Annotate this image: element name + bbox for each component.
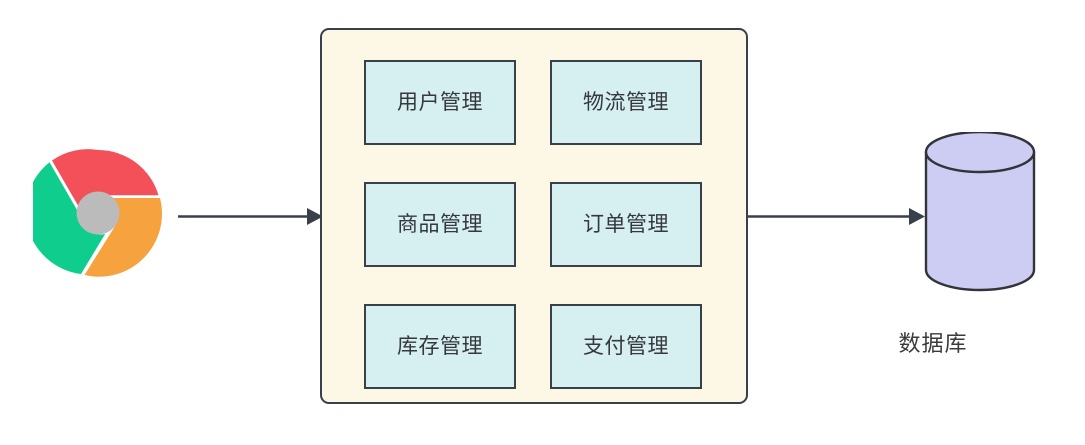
module-label: 物流管理 bbox=[583, 90, 669, 114]
module-user-management[interactable]: 用户管理 bbox=[364, 60, 516, 145]
chrome-orange-segment bbox=[84, 198, 162, 277]
database-label: 数据库 bbox=[898, 332, 968, 357]
chrome-green-segment bbox=[25, 162, 106, 274]
chrome-browser-icon[interactable] bbox=[25, 148, 163, 278]
chrome-red-segment bbox=[52, 149, 159, 210]
module-label: 用户管理 bbox=[397, 90, 483, 114]
module-grid: 用户管理 物流管理 商品管理 订单管理 库存管理 支付管理 bbox=[322, 30, 746, 402]
arrow-browser-to-application bbox=[178, 208, 323, 225]
database-body bbox=[924, 150, 1036, 292]
arrow-application-to-database bbox=[748, 208, 925, 225]
module-label: 库存管理 bbox=[397, 334, 483, 358]
module-payment-management[interactable]: 支付管理 bbox=[550, 304, 702, 389]
database-top-ellipse bbox=[924, 130, 1036, 174]
database-cylinder-icon[interactable] bbox=[920, 130, 1046, 296]
module-order-management[interactable]: 订单管理 bbox=[550, 182, 702, 267]
chrome-center-circle bbox=[76, 191, 120, 235]
module-label: 订单管理 bbox=[583, 212, 669, 236]
module-logistics-management[interactable]: 物流管理 bbox=[550, 60, 702, 145]
application-container: 用户管理 物流管理 商品管理 订单管理 库存管理 支付管理 bbox=[320, 28, 748, 404]
module-label: 商品管理 bbox=[397, 212, 483, 236]
module-label: 支付管理 bbox=[583, 334, 669, 358]
module-inventory-management[interactable]: 库存管理 bbox=[364, 304, 516, 389]
module-product-management[interactable]: 商品管理 bbox=[364, 182, 516, 267]
